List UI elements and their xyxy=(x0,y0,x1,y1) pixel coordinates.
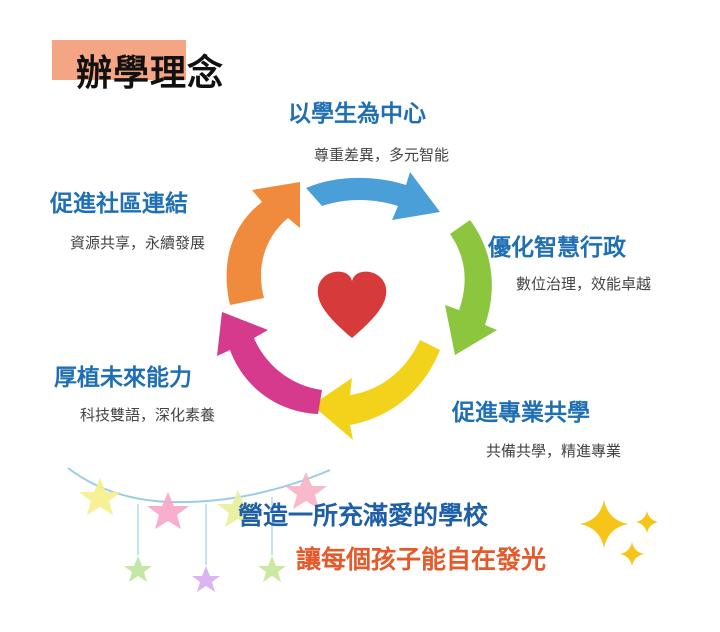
cycle-subtitle-4: 科技雙語，深化素養 xyxy=(80,406,216,424)
star-icon xyxy=(217,490,259,527)
cycle-heading-5: 促進社區連結 xyxy=(50,191,188,217)
star-icon xyxy=(285,472,327,509)
star-icon xyxy=(192,566,220,592)
slogan-line-1: 營造一所充滿愛的學校 xyxy=(238,501,489,530)
cycle-heading-4: 厚植未來能力 xyxy=(54,365,192,391)
title-accent xyxy=(52,40,186,80)
cycle-heading-2: 優化智慧行政 xyxy=(488,235,626,261)
star-garland xyxy=(67,467,331,592)
star-icon xyxy=(147,492,189,529)
cycle-heading-1: 以學生為中心 xyxy=(288,101,426,127)
cycle-subtitle-3: 共備共學，精進專業 xyxy=(486,442,622,460)
cycle-arrow-3 xyxy=(312,340,440,440)
cycle-subtitle-2: 數位治理，效能卓越 xyxy=(516,275,652,293)
page-title: 辦學理念 xyxy=(76,53,225,94)
cycle-arrow-2 xyxy=(445,220,497,355)
sparkle-icon xyxy=(580,500,658,566)
star-icon xyxy=(258,556,286,582)
cycle-heading-3: 促進專業共學 xyxy=(452,400,590,426)
heart-icon xyxy=(317,271,387,338)
star-icon xyxy=(124,556,152,582)
cycle-subtitle-5: 資源共享，永續發展 xyxy=(70,234,206,252)
cycle-arrow-1 xyxy=(306,172,440,220)
cycle-subtitle-1: 尊重差異，多元智能 xyxy=(314,146,450,164)
cycle-arrow-5 xyxy=(226,182,300,305)
cycle-arrow-4 xyxy=(217,312,322,414)
cycle-arrows xyxy=(217,172,497,440)
star-icon xyxy=(79,478,121,515)
slogan-line-2: 讓每個孩子能自在發光 xyxy=(296,545,547,574)
